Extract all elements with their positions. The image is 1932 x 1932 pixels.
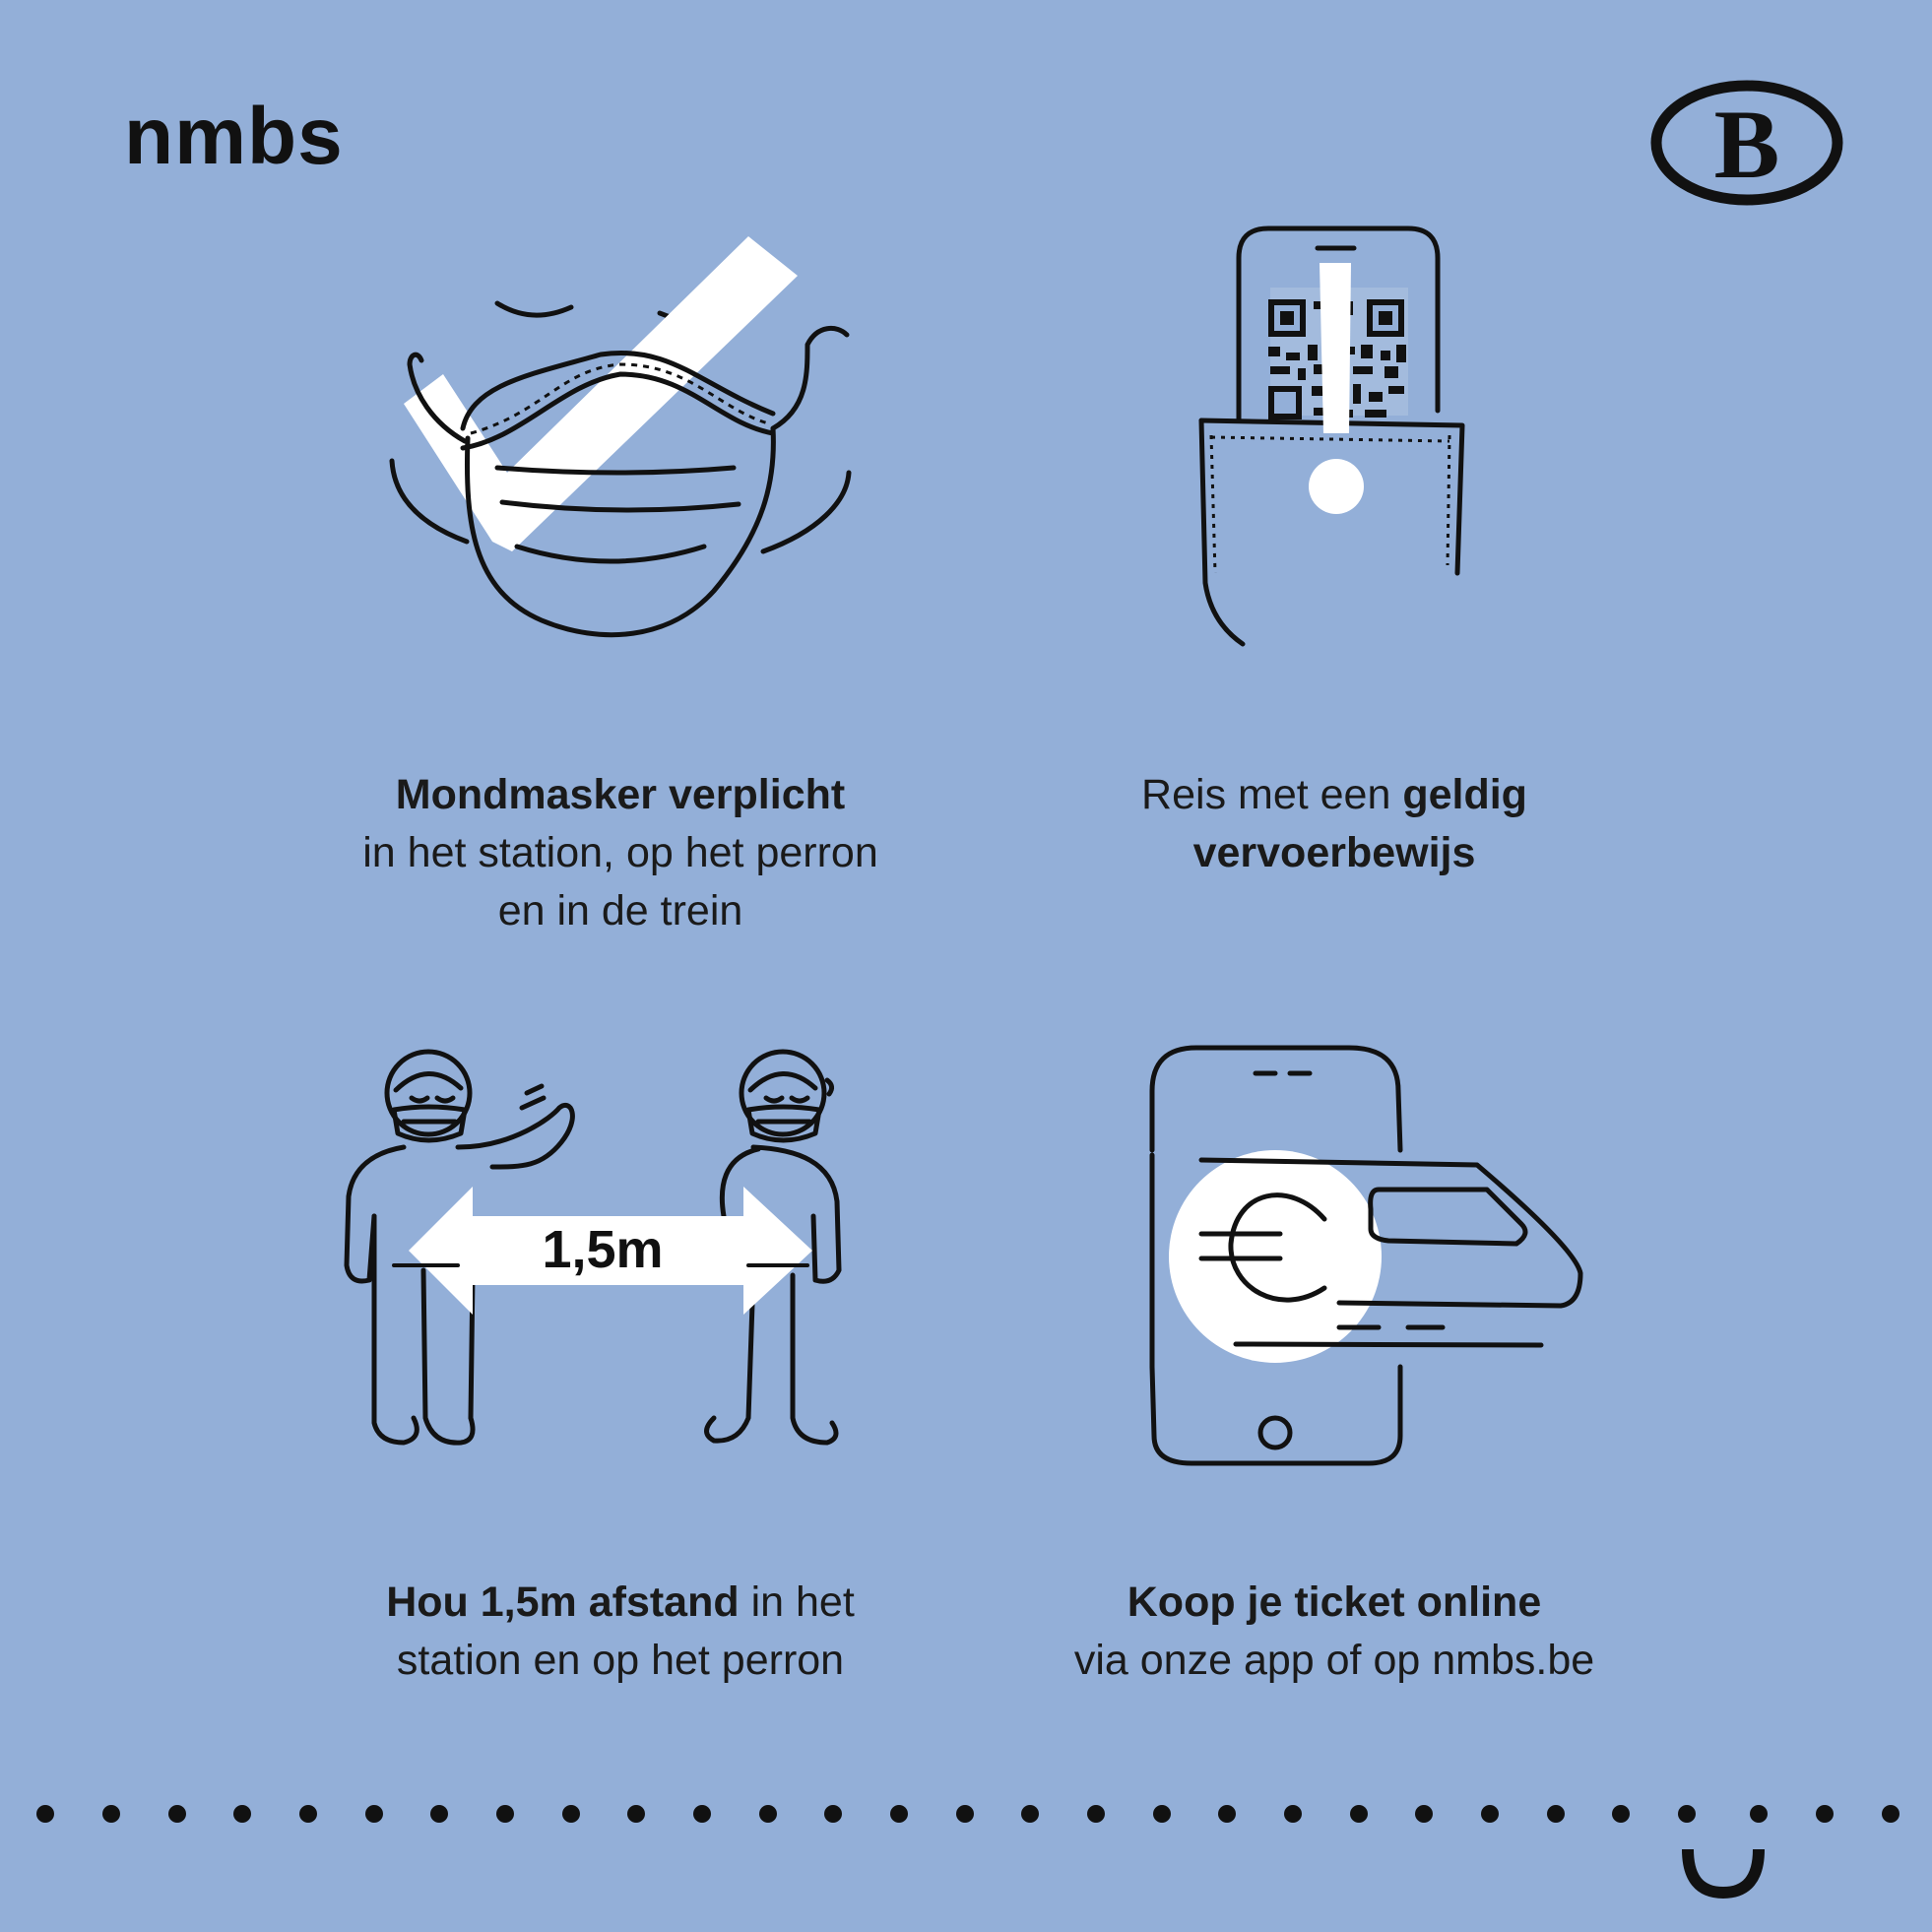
caption-ticket-bold2: vervoerbewijs [1192, 829, 1476, 876]
caption-online-bold: Koop je ticket online [1127, 1578, 1542, 1626]
smile-icon [1682, 1848, 1765, 1900]
social-distance-icon: 1,5m [344, 1049, 842, 1446]
sncb-logo-icon: B [1650, 80, 1843, 206]
caption-online-line2: via onze app of op nmbs.be [1073, 1637, 1595, 1684]
caption-ticket-pre: Reis met een [1141, 771, 1403, 818]
caption-mask-line1: in het station, op het perron [362, 829, 878, 876]
phone-in-pocket-qr-icon [1198, 225, 1465, 647]
logo-letter: B [1714, 90, 1780, 199]
face-mask-check-icon [389, 236, 852, 638]
caption-distance-inline: in het [739, 1578, 855, 1626]
caption-ticket: Reis met een geldig vervoerbewijs [985, 766, 1684, 882]
caption-distance: Hou 1,5m afstand in het station en op he… [276, 1574, 965, 1690]
caption-distance-bold: Hou 1,5m afstand [386, 1578, 740, 1626]
phone-ticket-euro-train-icon [1149, 1045, 1583, 1466]
caption-mask-bold: Mondmasker verplicht [395, 771, 846, 818]
dotted-line [36, 1805, 1900, 1823]
caption-distance-line2: station en op het perron [396, 1637, 845, 1684]
caption-mask-line2: en in de trein [497, 887, 743, 934]
caption-online: Koop je ticket online via onze app of op… [985, 1574, 1684, 1690]
caption-mask: Mondmasker verplicht in het station, op … [276, 766, 965, 940]
caption-ticket-bold1: geldig [1402, 771, 1527, 818]
brand-wordmark: nmbs [124, 92, 344, 181]
distance-label: 1,5m [542, 1220, 663, 1279]
